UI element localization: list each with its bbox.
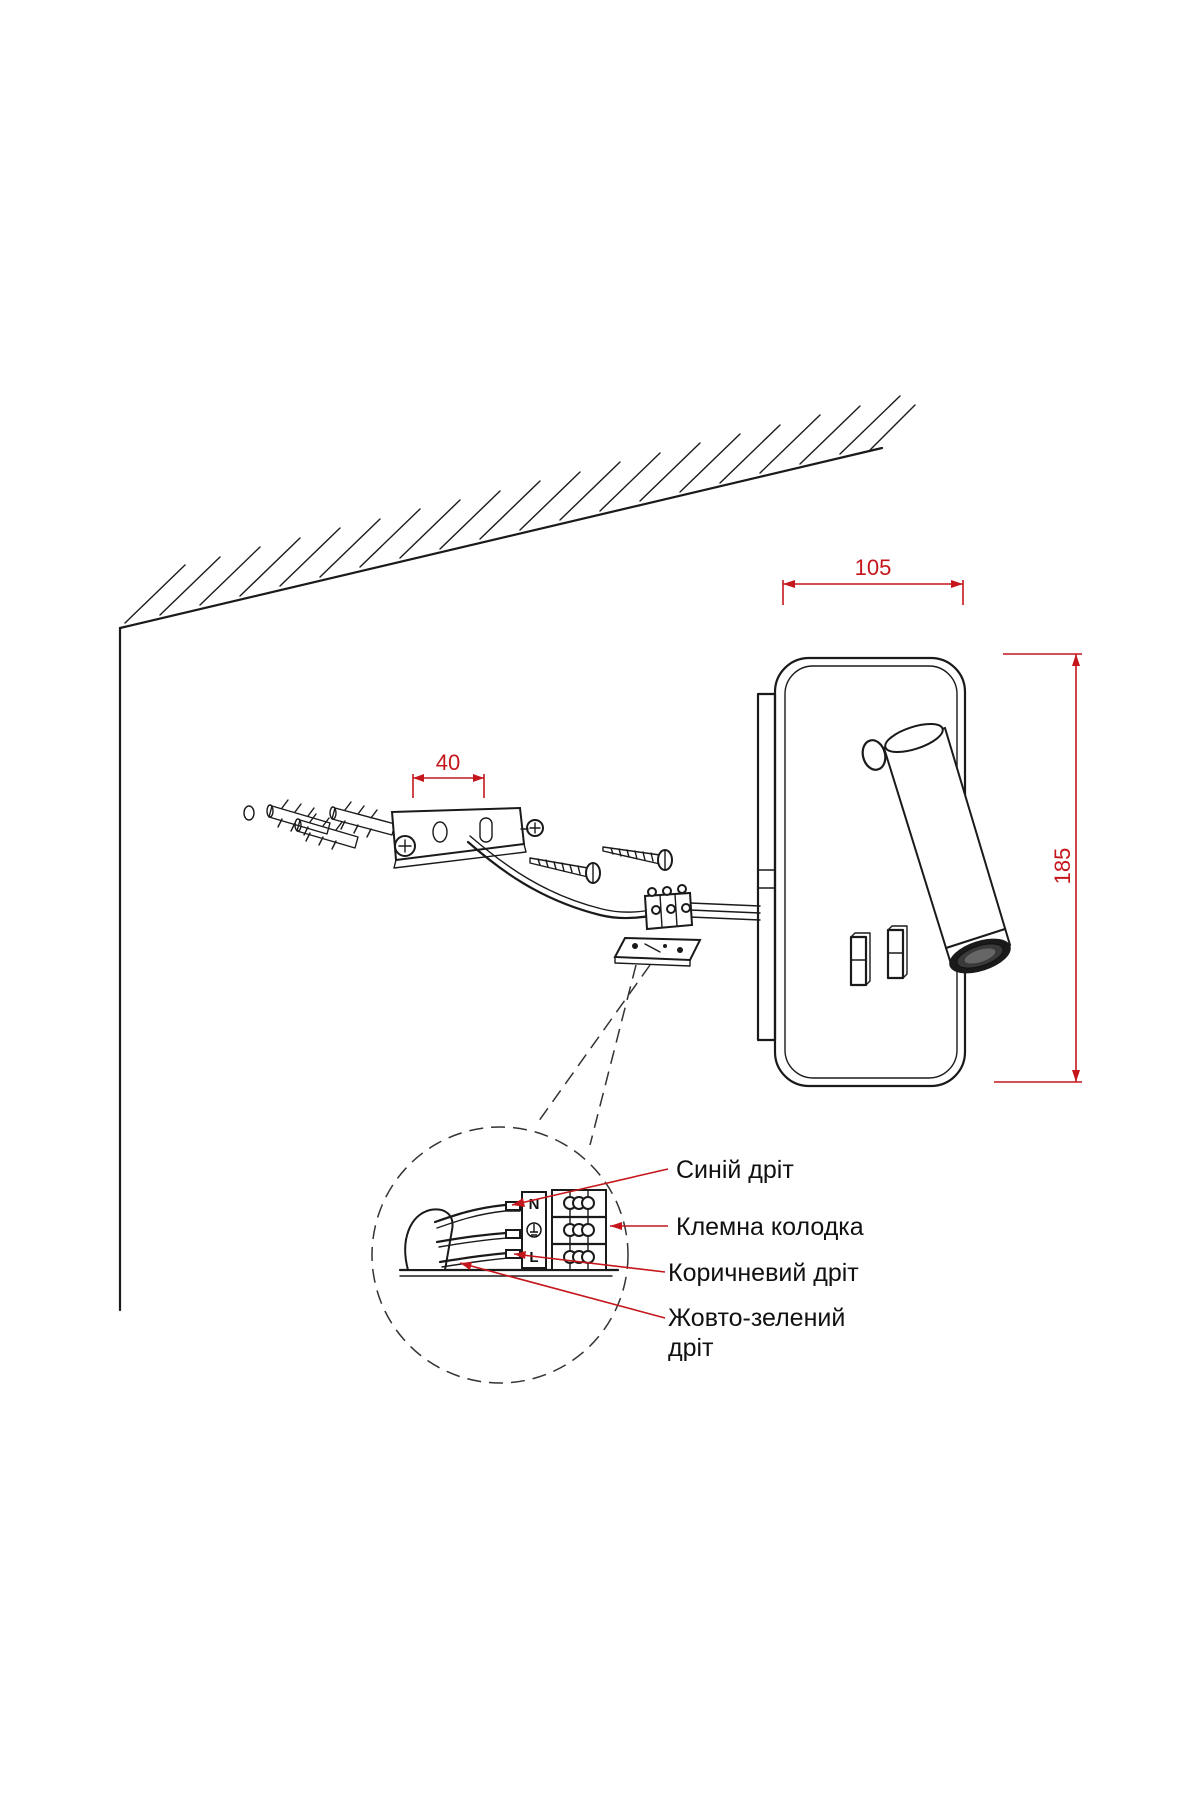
screw-1 (529, 857, 601, 884)
terminal-block-detail (550, 1189, 608, 1271)
callout-leaders (459, 1168, 669, 1319)
label-blue-wire: Синій дріт (676, 1156, 794, 1184)
label-brown-wire: Коричневий дріт (668, 1259, 859, 1287)
wall-ceiling (118, 395, 916, 1312)
label-terminal-block: Клемна колодка (676, 1213, 864, 1241)
ceiling-hatching (124, 395, 916, 624)
wiring (466, 835, 761, 967)
mounting-bracket (390, 806, 544, 869)
screw-2 (602, 846, 673, 871)
dimension-height: 185 (994, 653, 1082, 1083)
wall-plug-2 (294, 813, 359, 850)
wall-plug-1 (266, 799, 331, 836)
dimension-width: 105 (782, 555, 964, 605)
driver-board (613, 936, 702, 967)
detail-leader (535, 964, 651, 1146)
terminal-n-label: N (529, 1196, 540, 1213)
terminal-l-label: L (529, 1249, 538, 1266)
mounting-hardware (243, 799, 673, 884)
dimension-bracket-label: 40 (436, 750, 460, 775)
rocker-switch-left (849, 932, 871, 987)
lamp-arm (861, 723, 1012, 974)
terminal-connector (643, 884, 694, 931)
label-yellow-green-wire-line1: Жовто-зелений (668, 1304, 845, 1332)
dimension-width-label: 105 (855, 555, 892, 580)
dimension-height-label: 185 (1050, 848, 1075, 885)
callout-labels: Синій дріт Клемна колодка Коричневий дрі… (668, 1156, 864, 1362)
dimension-bracket: 40 (412, 750, 485, 798)
detail-magnified-view: N L (371, 1126, 629, 1384)
label-yellow-green-wire-line2: дріт (668, 1334, 714, 1362)
rocker-switch-right (886, 925, 908, 980)
wall-plug-3 (329, 801, 396, 838)
